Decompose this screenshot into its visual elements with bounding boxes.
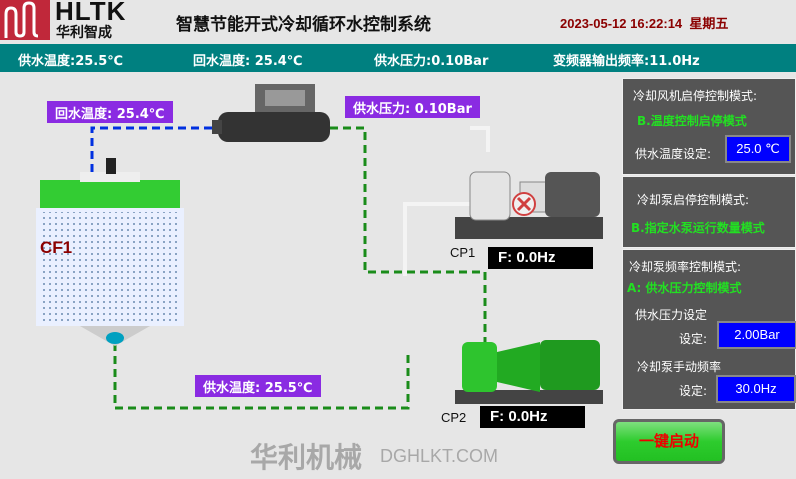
pump-control-panel: 冷却泵启停控制模式: B.指定水泵运行数量模式 bbox=[622, 176, 796, 248]
header: HLTK 华利智成 智慧节能开式冷却循环水控制系统 2023-05-12 16:… bbox=[0, 0, 796, 43]
status-vfd-freq: 变频器输出频率:11.0Hz bbox=[553, 54, 700, 69]
one-key-start-button[interactable]: 一键启动 bbox=[613, 419, 725, 464]
freq-mode-title: 冷却泵频率控制模式: bbox=[629, 260, 742, 274]
pump-mode-title: 冷却泵启停控制模式: bbox=[637, 193, 750, 207]
pump1-name: CP1 bbox=[450, 245, 476, 260]
pump-cp1 bbox=[455, 171, 603, 239]
pump2-freq: F: 0.0Hz bbox=[480, 406, 585, 428]
pipe-diagram bbox=[36, 84, 603, 410]
pressure-setpoint-input[interactable]: 2.00Bar bbox=[717, 321, 796, 349]
pump2-name: CP2 bbox=[441, 410, 467, 425]
manual-freq-prefix: 设定: bbox=[679, 384, 708, 398]
status-bar: 供水温度:25.5℃ 回水温度: 25.4℃ 供水压力:0.10Bar 变频器输… bbox=[0, 44, 796, 72]
cooling-tower bbox=[36, 158, 184, 346]
pump-mode-value: B.指定水泵运行数量模式 bbox=[631, 221, 765, 235]
fan-set-label: 供水温度设定: bbox=[635, 147, 712, 161]
return-temp-label: 回水温度: 25.4℃ bbox=[47, 101, 173, 123]
date-time: 2023-05-12 16:22:14 bbox=[560, 16, 683, 31]
fan-mode-title: 冷却风机启停控制模式: bbox=[633, 89, 758, 103]
pressure-set-label: 供水压力设定 bbox=[635, 308, 708, 322]
pump-cp2 bbox=[455, 340, 603, 404]
pipe-white bbox=[403, 126, 490, 276]
logo-icon bbox=[0, 0, 50, 40]
supply-temp-label: 供水温度: 25.5℃ bbox=[195, 375, 321, 397]
chiller-unit bbox=[212, 84, 330, 142]
status-supply-pressure: 供水压力:0.10Bar bbox=[374, 54, 489, 69]
manual-freq-label: 冷却泵手动频率 bbox=[637, 360, 722, 374]
supply-temp-setpoint-input[interactable]: 25.0 ℃ bbox=[725, 135, 791, 163]
status-supply-temp: 供水温度:25.5℃ bbox=[18, 54, 124, 69]
logo-subtitle: 华利智成 bbox=[56, 25, 112, 41]
supply-pipe bbox=[113, 126, 487, 410]
fan-mode-value: B.温度控制启停模式 bbox=[637, 114, 747, 128]
tower-label: CF1 bbox=[40, 238, 73, 257]
supply-pressure-label: 供水压力: 0.10Bar bbox=[345, 96, 480, 118]
fan-control-panel: 冷却风机启停控制模式: B.温度控制启停模式 供水温度设定: 25.0 ℃ bbox=[622, 78, 796, 175]
watermark-text: 华利机械 bbox=[250, 441, 363, 474]
status-return-temp: 回水温度: 25.4℃ bbox=[193, 54, 303, 69]
return-pipe bbox=[90, 126, 220, 185]
manual-freq-input[interactable]: 30.0Hz bbox=[716, 375, 796, 403]
pressure-set-prefix: 设定: bbox=[679, 332, 708, 346]
freq-mode-value: A: 供水压力控制模式 bbox=[627, 281, 742, 295]
weekday: 星期五 bbox=[689, 16, 729, 31]
freq-control-panel: 冷却泵频率控制模式: A: 供水压力控制模式 供水压力设定 设定: 2.00Ba… bbox=[622, 249, 796, 410]
pump1-freq: F: 0.0Hz bbox=[488, 247, 593, 269]
logo-text: HLTK bbox=[55, 0, 127, 26]
page-title: 智慧节能开式冷却循环水控制系统 bbox=[176, 15, 431, 35]
datetime: 2023-05-12 16:22:14 星期五 bbox=[560, 13, 728, 32]
watermark-url: DGHLKT.COM bbox=[380, 446, 499, 466]
